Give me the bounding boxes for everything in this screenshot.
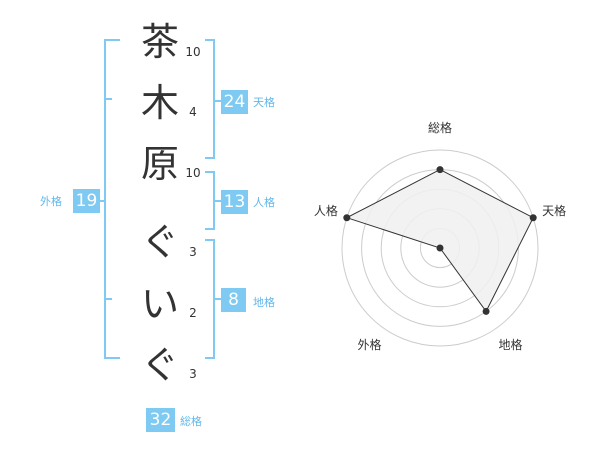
jinkaku-label: 人格	[253, 196, 275, 209]
name-char-1: 茶	[140, 20, 179, 64]
radar-axis-label-gaikaku: 外格	[357, 338, 382, 353]
chikaku-label: 地格	[253, 296, 275, 309]
bracket-lines	[92, 39, 221, 359]
radar-axis-label-soukaku: 総格	[427, 121, 452, 135]
stroke-count-2: 4	[189, 105, 197, 119]
radar-point-4	[343, 214, 351, 222]
name-char-4: ぐ	[140, 220, 179, 264]
tenkaku-bracket	[205, 39, 215, 159]
radar-axis-label-jinkaku: 人格	[313, 203, 338, 218]
stroke-count-4: 3	[189, 245, 197, 259]
gaikaku-bracket	[104, 39, 120, 359]
stroke-count-3: 10	[185, 166, 201, 180]
jinkaku-value: 13	[221, 190, 248, 214]
radar-series-polygon	[345, 169, 534, 313]
name-char-5: い	[140, 282, 179, 326]
gaikaku-label: 外格	[40, 195, 62, 208]
tenkaku-label: 天格	[253, 96, 275, 109]
radar-point-2	[482, 307, 490, 315]
chikaku-value: 8	[221, 288, 246, 312]
radar-axis-label-tenkaku: 天格	[542, 203, 567, 218]
stroke-count-6: 3	[189, 367, 197, 381]
radar-point-0	[436, 166, 444, 174]
stroke-count-5: 2	[189, 306, 197, 320]
tenkaku-value: 24	[221, 90, 248, 114]
stroke-count-1: 10	[185, 45, 201, 59]
radar-point-3	[436, 244, 444, 252]
radar-point-1	[529, 214, 537, 222]
name-char-6: ぐ	[140, 343, 179, 387]
soukaku-label: 総格	[180, 415, 202, 428]
soukaku-value: 32	[146, 408, 175, 432]
radar-ring	[341, 149, 539, 347]
radar-axis-label-chikaku: 地格	[498, 338, 523, 353]
name-char-3: 原	[140, 142, 179, 186]
gaikaku-value: 19	[73, 189, 100, 213]
name-char-2: 木	[140, 81, 179, 125]
